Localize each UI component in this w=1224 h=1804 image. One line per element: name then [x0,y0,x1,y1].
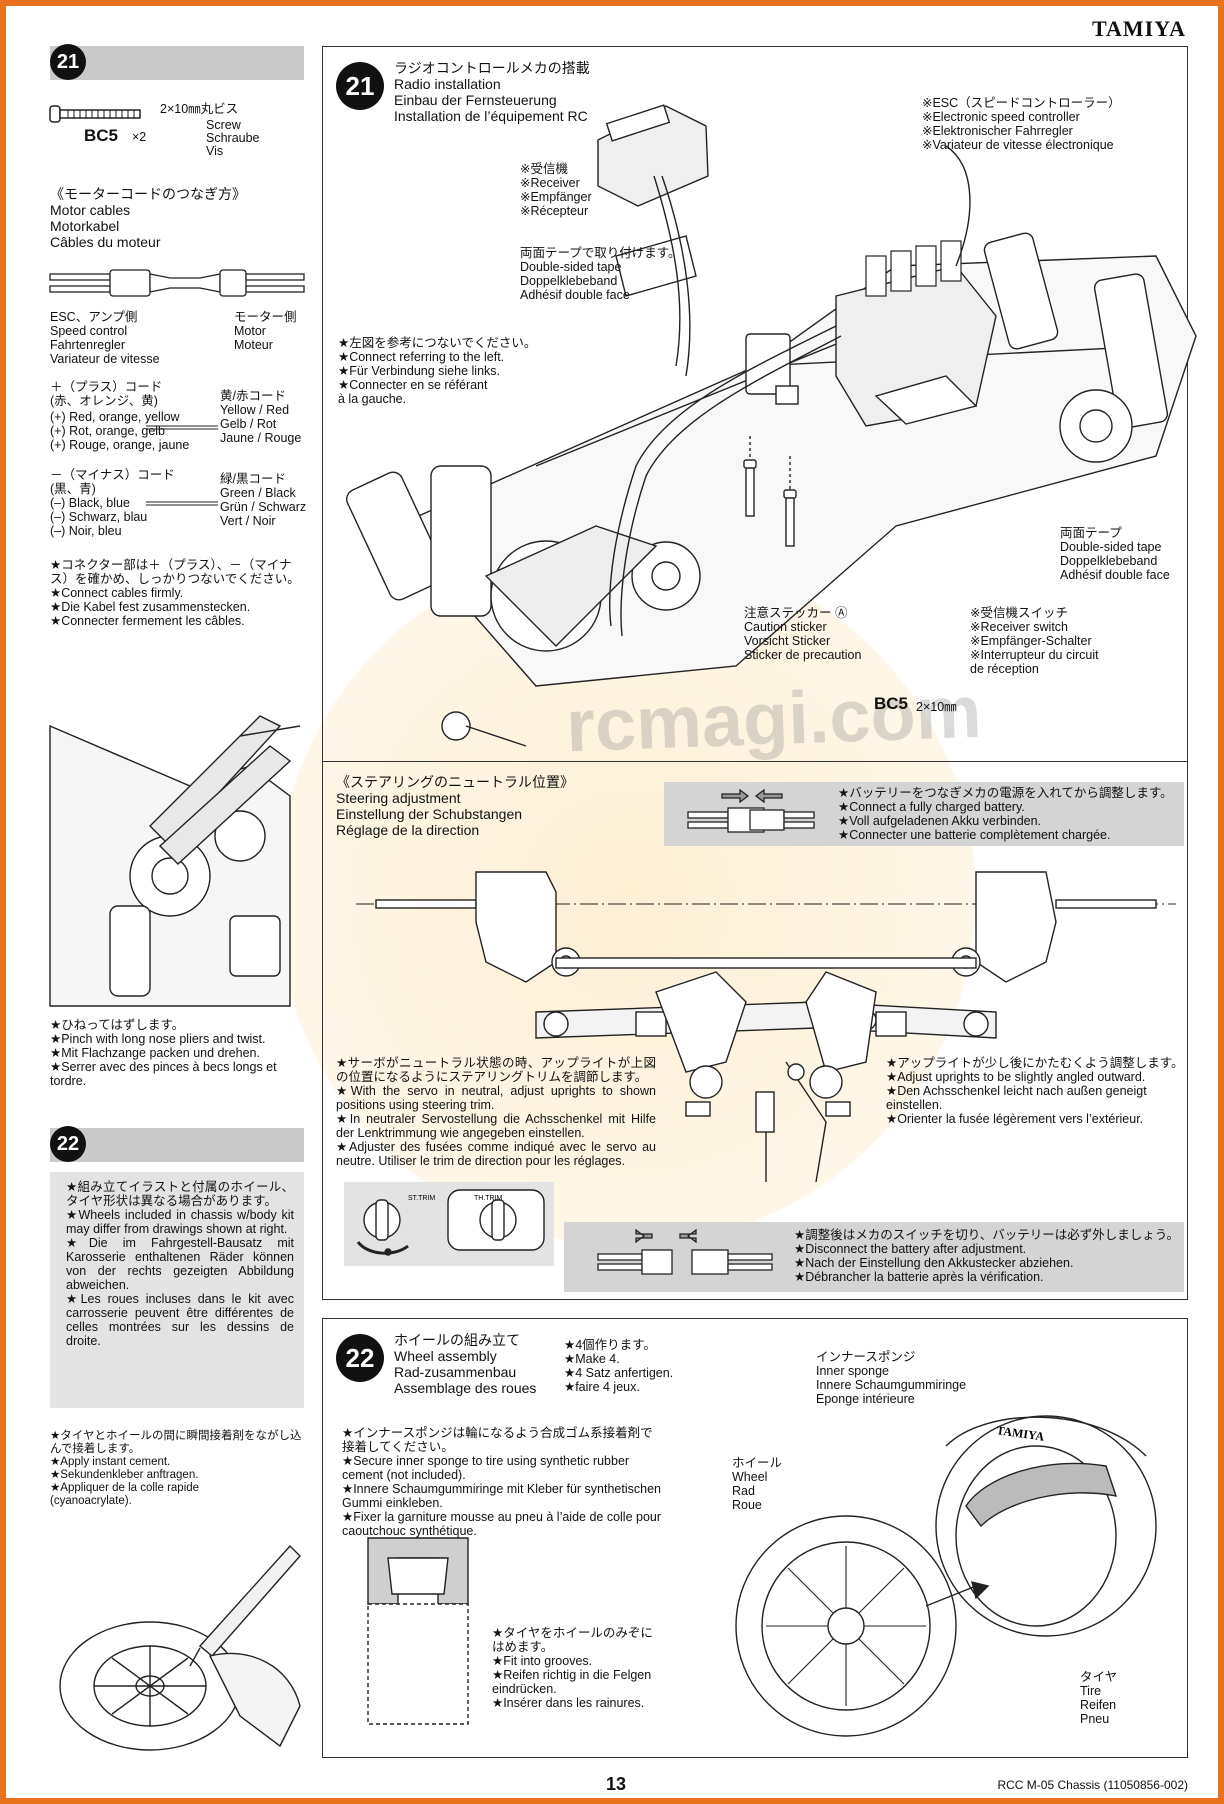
minus-cord-list: (–) Black, blue (–) Schwarz, blau (–) No… [50,496,148,538]
section-divider [322,761,1188,762]
tape-label-2: 両面テープ Double-sided tape Doppelklebeband … [1060,526,1170,582]
screw-code: BC5 [84,126,119,145]
step-22-bar [50,1128,304,1162]
screw-fr: Vis [206,144,224,158]
page-number: 13 [606,1774,627,1794]
receiver-switch-label: ※受信機スイッチ ※Receiver switch ※Empfänger-Sch… [970,606,1099,676]
glue-tire-illustration [59,1544,301,1751]
esc-side-label: ESC、アンプ側 Speed control Fahrtenregler Var… [50,310,160,366]
motor-side-label: モーター側 Motor Moteur [234,310,297,352]
wheel-tire-illustration: TAMIYA [735,1415,1157,1737]
th-trim-label: TH.TRIM [474,1195,503,1202]
upright-angle-note: ★アップライトが少し後にかたむくよう調整します。 ★Adjust upright… [886,1056,1184,1126]
pinch-twist-note: ★ひねってはずします。 ★Pinch with long nose pliers… [50,1018,277,1088]
green-black-label: 緑/黒コード Green / Black Grün / Schwarz Vert… [220,472,307,528]
step-21-number-small: 21 [50,44,86,80]
trim-dial-illustration: ST.TRIM TH.TRIM [356,1189,545,1256]
step-21-panel [322,46,1188,1300]
bc5-screw-code: BC5 [874,694,909,713]
tape-label-1: 両面テープで取り付けます。 Double-sided tape Doppelkl… [520,246,681,302]
step-21-number: 21 [336,62,384,110]
connect-left-note: ★左図を参考につないでください。 ★Connect referring to t… [338,336,537,406]
esc-label: ※ESC（スピードコントローラー） ※Electronic speed cont… [922,96,1121,152]
caution-sticker-label: 注意ステッカー Ⓐ Caution sticker Vorsicht Stick… [744,606,862,662]
tire-brand-text: TAMIYA [996,1423,1046,1444]
screw-jp: 2×10㎜丸ビス [160,102,239,116]
st-trim-label: ST.TRIM [408,1195,435,1202]
plus-cord-title: ＋（プラス）コード (赤、オレンジ、黄) [50,380,163,408]
wheel-differ-note: ★組み立てイラストと付属のホイール、タイヤ形状は異なる場合があります。 ★Whe… [66,1180,294,1348]
brand-logo: TAMIYA [1091,16,1186,41]
receiver-label: ※受信機 ※Receiver ※Empfänger ※Récepteur [520,162,592,218]
disconnect-note: ★調整後はメカのスイッチを切り、バッテリーは必ず外しましょう。 ★Disconn… [794,1228,1179,1284]
pliers-illustration [49,715,301,1007]
steering-title: 《ステアリングのニュートラル位置》 Steering adjustment Ei… [336,774,574,838]
disconnect-connector-icon [597,1228,773,1275]
connect-firmly-note: ★コネクター部は＋（プラス）、－（マイナス）を確かめ、しっかりつないでください。… [50,558,300,628]
battery-note: ★バッテリーをつなぎメカの電源を入れてから調整します。 ★Connect a f… [838,786,1173,842]
step-22-number: 22 [336,1334,384,1382]
bc5-screw-size: 2×10㎜ [916,700,957,714]
wheel-note-box [50,1172,304,1408]
step-22-number-small: 22 [50,1126,86,1162]
tire-label: タイヤ Tire Reifen Pneu [1080,1670,1118,1726]
fit-grooves-note: ★タイヤをホイールのみぞにはめます。 ★Fit into grooves. ★R… [492,1626,653,1710]
tire-cross-section [367,1537,469,1725]
screw-de: Schraube [206,131,260,145]
inner-sponge-label: インナースポンジ Inner sponge Innere Schaumgummi… [816,1350,967,1406]
battery-connector-icon [687,788,815,833]
inner-sponge-note: ★インナースポンジは輪になるよう合成ゴム系接着剤で接着してください。 ★Secu… [342,1426,662,1538]
yellow-red-label: 黄/赤コード Yellow / Red Gelb / Rot Jaune / R… [220,389,302,445]
screw-icon [49,105,141,123]
product-code: RCC M-05 Chassis (11050856-002) [997,1778,1188,1792]
step-22-title: ホイールの組み立て Wheel assembly Rad-zusammenbau… [394,1332,537,1396]
motor-cables-title: 《モーターコードのつなぎ方》 Motor cables Motorkabel C… [50,186,246,250]
wheel-label: ホイール Wheel Rad Roue [732,1456,783,1512]
step-22-panel [322,1318,1188,1758]
make-4-note: ★4個作ります。 ★Make 4. ★4 Satz anfertigen. ★f… [564,1338,674,1394]
plus-cord-list: (+) Red, orange, yellow (+) Rot, orange,… [50,410,190,452]
screw-en: Screw [206,118,241,132]
servo-neutral-note: ★サーボがニュートラル状態の時、アップライトが上図の位置になるようにステアリング… [336,1056,656,1168]
chassis-radio-illustration [346,104,1197,747]
minus-cord-title: －（マイナス）コード (黒、青) [50,468,175,496]
step-21-bar [50,46,304,80]
cord-link-lines [146,425,218,506]
step-21-title: ラジオコントロールメカの搭載 Radio installation Einbau… [394,60,590,124]
screw-qty: ×2 [132,130,147,144]
instant-cement-note: ★タイヤとホイールの間に瞬間接着剤をながし込んで接着します。 ★Apply in… [50,1430,302,1507]
motor-connector-illustration [49,269,305,297]
steering-linkage-illustration [356,871,1176,1183]
